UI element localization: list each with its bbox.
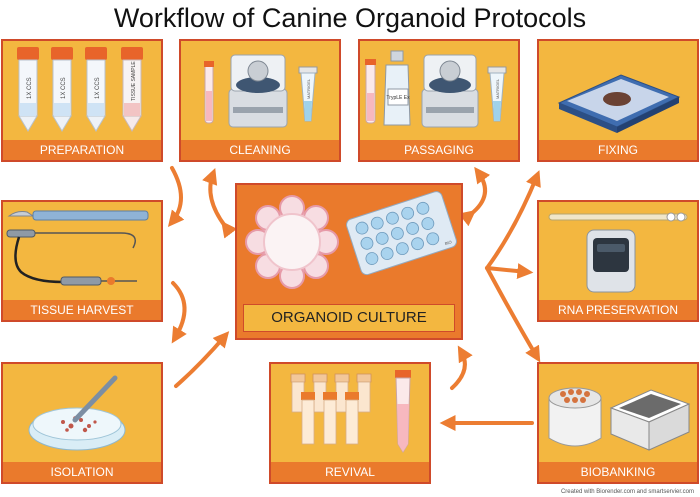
credit-text: Created with Biorender.com and smartserv… bbox=[560, 489, 694, 495]
conical-tube bbox=[395, 370, 411, 453]
panel-label-preparation: PREPARATION bbox=[3, 140, 161, 160]
panel-revival: REVIVAL bbox=[269, 362, 431, 484]
petri-dish-illustration bbox=[28, 375, 126, 451]
panel-label-rna-preservation: RNA PRESERVATION bbox=[539, 300, 697, 320]
arrow-harvest-to-isolation bbox=[171, 281, 187, 344]
cryovials-illustration bbox=[290, 370, 411, 453]
panel-label-isolation: ISOLATION bbox=[3, 462, 161, 482]
tube-4 bbox=[121, 47, 143, 132]
tube-4-label: TISSUE SAMPLE bbox=[131, 61, 137, 101]
panel-isolation: ISOLATION bbox=[1, 362, 163, 484]
panel-label-revival: REVIVAL bbox=[271, 462, 429, 482]
tube-2-label: 1X CCS bbox=[61, 77, 67, 99]
tube-2 bbox=[51, 47, 73, 132]
surgical-tools-illustration bbox=[6, 210, 149, 286]
cryo-rack bbox=[548, 387, 602, 447]
arrow-culture-to-biobanking bbox=[485, 266, 541, 363]
endoscope bbox=[6, 229, 137, 286]
arrow-preparation-to-harvest bbox=[167, 166, 185, 227]
panel-rna-preservation: RNA PRESERVATION bbox=[537, 200, 699, 322]
panel-cleaning: MATRIGEL CLEANING bbox=[179, 39, 341, 162]
centrifuge bbox=[421, 54, 479, 128]
diagram-title: Workflow of Canine Organoid Protocols bbox=[113, 3, 587, 33]
panel-biobanking: BIOBANKING bbox=[537, 362, 699, 484]
rna-instrument bbox=[586, 229, 636, 293]
organoid bbox=[245, 195, 339, 289]
cleaning-tube-label: MATRIGEL bbox=[306, 78, 311, 99]
arrow-culture-to-passaging bbox=[458, 166, 491, 227]
panel-label-tissue-harvest: TISSUE HARVEST bbox=[3, 300, 161, 320]
organoid-culture-illustration: BIO bbox=[245, 191, 457, 289]
panel-passaging: TrypLE Ex MATRIGEL PASSAGING bbox=[358, 39, 520, 162]
tissue-sample bbox=[603, 92, 631, 106]
scalpel bbox=[72, 375, 118, 423]
tube-1 bbox=[17, 47, 39, 132]
fixing-illustration bbox=[557, 74, 681, 133]
tryple-bottle: TrypLE Ex bbox=[383, 50, 411, 126]
panel-label-passaging: PASSAGING bbox=[360, 140, 518, 160]
passaging-tube-label: MATRIGEL bbox=[495, 78, 500, 99]
passaging-illustration: TrypLE Ex MATRIGEL bbox=[365, 50, 507, 128]
arrow-isolation-to-culture bbox=[174, 331, 230, 388]
rna-illustration bbox=[548, 212, 688, 293]
panel-label-fixing: FIXING bbox=[539, 140, 697, 160]
arrow-culture-to-rna bbox=[485, 263, 534, 280]
panel-label-biobanking: BIOBANKING bbox=[539, 462, 697, 482]
tube-1-label: 1X CCS bbox=[27, 77, 33, 99]
panel-tissue-harvest: TISSUE HARVEST bbox=[1, 200, 163, 322]
plate-label: BIO bbox=[444, 239, 452, 246]
freezer-box bbox=[609, 389, 691, 451]
tube-3-label: 1X CCS bbox=[95, 77, 101, 99]
panel-label-organoid-culture: ORGANOID CULTURE bbox=[243, 304, 455, 332]
panel-label-cleaning: CLEANING bbox=[181, 140, 339, 160]
arrow-culture-to-cleaning bbox=[202, 168, 238, 239]
centrifuge-illustration: MATRIGEL bbox=[204, 54, 318, 128]
well-plate: BIO bbox=[346, 191, 457, 276]
scalpel bbox=[7, 210, 149, 221]
tubes-illustration: 1X CCS 1X CCS 1X CCS TISSUE SAMPLE bbox=[17, 47, 143, 132]
tissue-fragments bbox=[61, 416, 97, 433]
panel-preparation: 1X CCS 1X CCS 1X CCS TISSUE SAMPLE PREPA… bbox=[1, 39, 163, 162]
panel-fixing: FIXING bbox=[537, 39, 699, 162]
cryovials bbox=[290, 373, 372, 445]
bottle-label: TrypLE Ex bbox=[386, 95, 410, 101]
pcr-strip bbox=[548, 212, 688, 222]
panel-organoid-culture: BIO ORGANOID CULTURE bbox=[235, 183, 463, 340]
biobanking-illustration bbox=[548, 387, 691, 451]
matrigel-tube: MATRIGEL bbox=[298, 66, 318, 122]
arrow-revival-to-culture bbox=[450, 345, 473, 390]
tube-3 bbox=[85, 47, 107, 132]
centrifuge bbox=[228, 54, 288, 128]
arrow-culture-to-fixing bbox=[485, 170, 541, 270]
matrigel-tube: MATRIGEL bbox=[487, 66, 507, 122]
